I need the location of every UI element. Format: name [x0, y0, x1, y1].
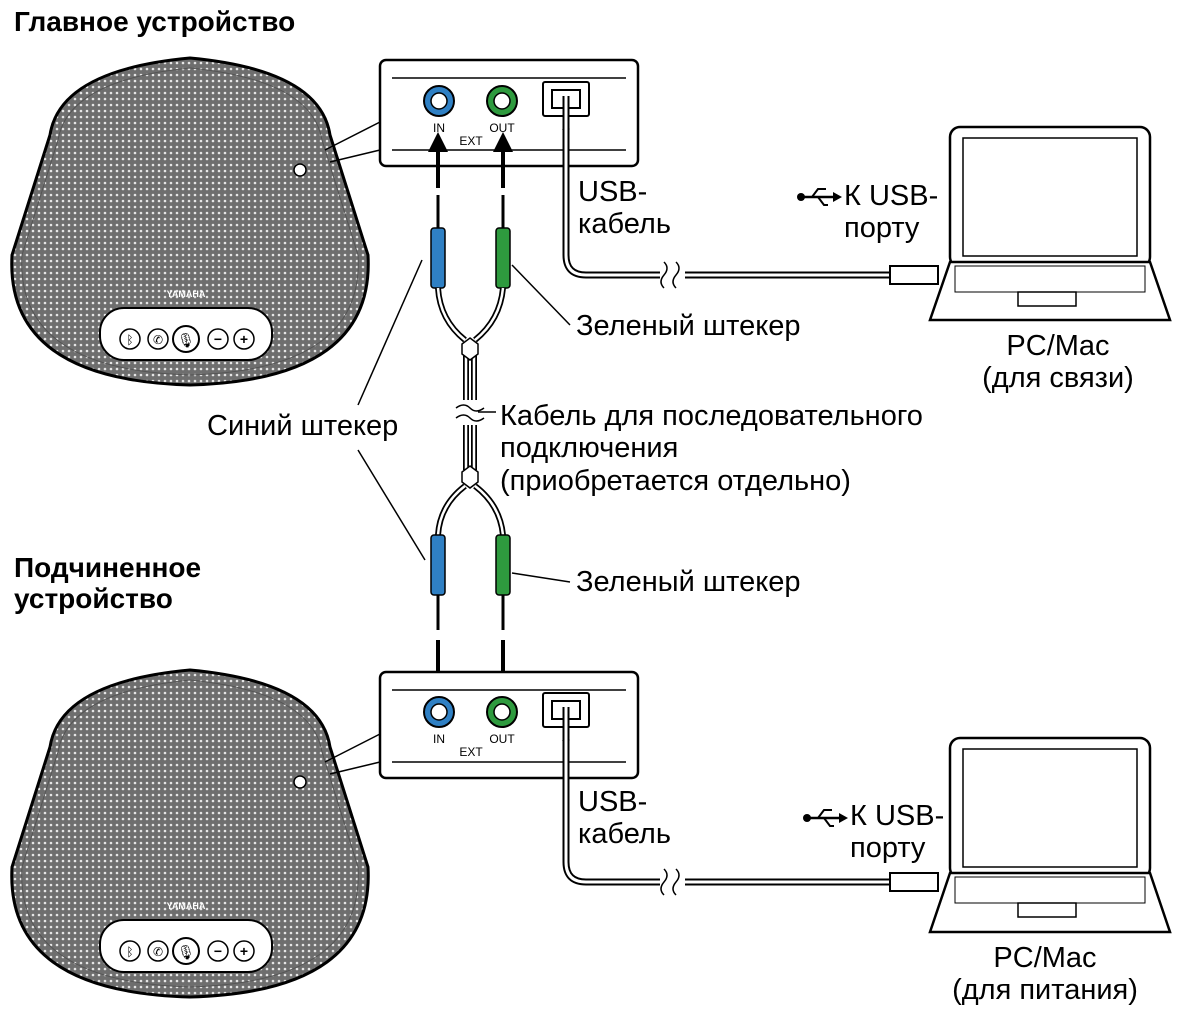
slave-usb-cable-label: USB- кабель [578, 786, 671, 851]
slave-out-label: OUT [489, 732, 515, 746]
usb-icon [797, 188, 842, 206]
main-brand: YAMAHA [167, 289, 206, 299]
main-in-label: IN [433, 121, 445, 135]
svg-text:ᛒ: ᛒ [126, 333, 133, 347]
svg-text:🎙: 🎙 [177, 332, 195, 349]
bottom-blue-plug [430, 534, 446, 596]
plus-icon[interactable]: + [233, 328, 255, 350]
blue-plug-label: Синий штекер [207, 410, 399, 442]
bluetooth-icon[interactable]: ᛒ [119, 328, 141, 350]
svg-text:−: − [214, 943, 222, 959]
svg-text:🎙: 🎙 [177, 944, 195, 961]
svg-text:+: + [240, 943, 248, 959]
minus-icon[interactable]: − [207, 328, 229, 350]
phone-icon[interactable]: ✆ [147, 940, 169, 962]
top-blue-plug [430, 227, 446, 289]
daisy-chain-cable [430, 195, 511, 630]
main-usb-cable-label: USB- кабель [578, 176, 671, 241]
slave-laptop [928, 736, 1172, 934]
mic-icon[interactable]: 🎙 [172, 325, 200, 353]
bottom-green-plug [495, 534, 511, 596]
svg-text:−: − [214, 331, 222, 347]
usb-icon [803, 809, 848, 827]
main-status-led [293, 163, 307, 177]
svg-text:ᛒ: ᛒ [126, 945, 133, 959]
green-plug-bottom-label: Зеленый штекер [576, 566, 801, 598]
main-back-panel: IN OUT EXT ⭍ [378, 58, 640, 168]
main-out-label: OUT [489, 121, 515, 135]
main-to-usb-label: К USB- порту [844, 180, 939, 245]
bluetooth-icon[interactable]: ᛒ [119, 940, 141, 962]
main-computer-label: PC/Mac (для связи) [982, 330, 1134, 395]
slave-usb-plug [889, 872, 939, 892]
slave-device-title: Подчиненное устройство [14, 552, 202, 615]
main-laptop [928, 125, 1172, 322]
slave-status-led [293, 775, 307, 789]
main-ext-label: EXT [459, 134, 483, 148]
slave-ext-label: EXT [459, 745, 483, 759]
slave-brand: YAMAHA [167, 901, 206, 911]
svg-text:✆: ✆ [153, 333, 163, 347]
minus-icon[interactable]: − [207, 940, 229, 962]
main-device-title: Главное устройство [14, 6, 296, 37]
green-plug-top-label: Зеленый штекер [576, 310, 801, 342]
svg-text:✆: ✆ [153, 945, 163, 959]
svg-text:+: + [240, 331, 248, 347]
plus-icon[interactable]: + [233, 940, 255, 962]
slave-computer-label: PC/Mac (для питания) [952, 942, 1138, 1007]
top-green-plug [495, 227, 511, 289]
slave-in-label: IN [433, 732, 445, 746]
main-usb-plug [889, 265, 939, 285]
slave-speaker: ᛒ ✆ 🎙 − + YAMAHA [10, 668, 370, 999]
slave-back-panel: IN OUT EXT ⭍ [378, 670, 640, 780]
mic-icon[interactable]: 🎙 [172, 937, 200, 965]
cable-description: Кабель для последовательного подключения… [500, 400, 923, 497]
main-speaker: ᛒ ✆ 🎙 − + YAMAHA [10, 56, 370, 387]
phone-icon[interactable]: ✆ [147, 328, 169, 350]
slave-to-usb-label: К USB- порту [850, 800, 945, 865]
